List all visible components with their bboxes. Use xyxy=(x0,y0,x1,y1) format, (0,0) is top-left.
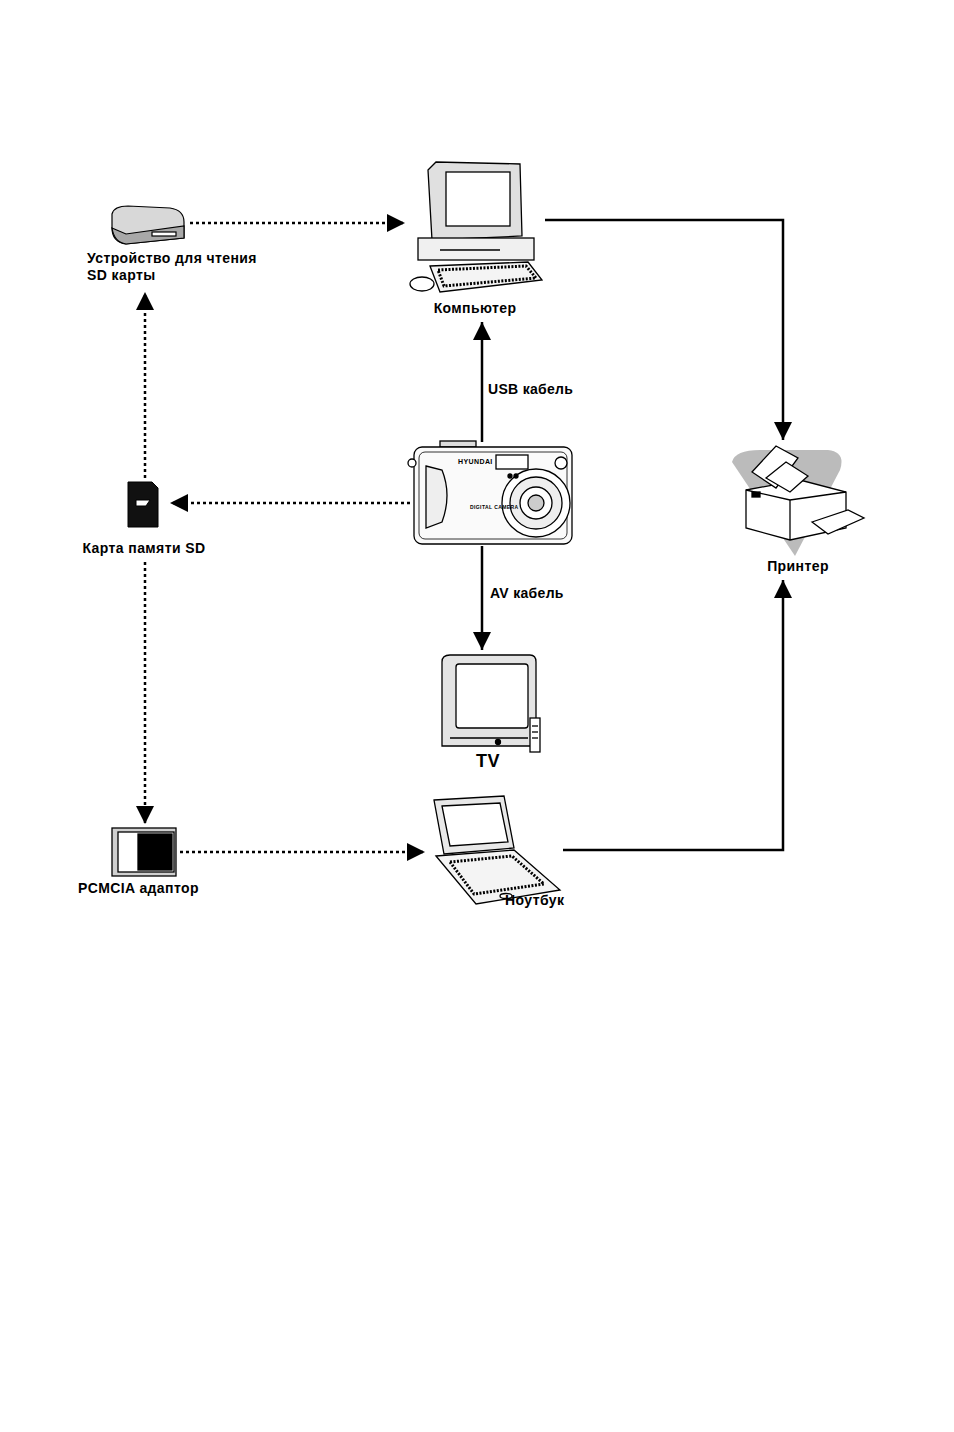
cable-arrow xyxy=(481,546,484,650)
device-label: DIGITAL CAMERA xyxy=(470,504,530,510)
device-label: HYUNDAI xyxy=(458,458,518,466)
device-node: PCMCIA адаптор xyxy=(108,824,180,904)
dotted-arrow xyxy=(190,222,405,225)
dotted-arrow xyxy=(144,562,147,824)
tv-icon xyxy=(442,655,540,752)
device-label: Устройство для чтения SD карты xyxy=(87,250,269,284)
device-node: TV xyxy=(438,650,548,778)
device-label: Принтер xyxy=(728,558,868,575)
card-reader-icon xyxy=(112,206,184,244)
computer-icon xyxy=(410,162,542,292)
device-label: Компьютер xyxy=(385,300,565,317)
cable-label: AV кабель xyxy=(488,585,566,601)
sd-card-icon xyxy=(128,482,158,527)
dotted-arrow xyxy=(180,851,425,854)
device-label: Карта памяти SD xyxy=(74,540,214,557)
dotted-arrow xyxy=(144,292,147,478)
device-node: Принтер xyxy=(728,440,868,580)
dotted-arrow xyxy=(170,502,410,505)
camera-icon xyxy=(408,441,572,544)
printer-icon xyxy=(732,446,864,556)
laptop-icon xyxy=(434,796,560,904)
device-label: TV xyxy=(438,751,538,773)
cable-arrow xyxy=(545,220,783,440)
device-node: Устройство для чтения SD карты xyxy=(105,200,190,292)
device-node: Компьютер xyxy=(405,160,545,322)
pcmcia-adapter-icon xyxy=(112,828,176,876)
cable-arrow xyxy=(481,322,484,442)
device-node: HYUNDAI DIGITAL CAMERA xyxy=(410,442,574,546)
cable-label: USB кабель xyxy=(486,381,575,397)
cable-arrow xyxy=(563,580,783,850)
device-node: Ноутбук xyxy=(425,792,563,916)
device-label: PCMCIA адаптор xyxy=(78,880,248,897)
device-label: Ноутбук xyxy=(505,892,595,909)
device-node: Карта памяти SD xyxy=(118,478,170,562)
